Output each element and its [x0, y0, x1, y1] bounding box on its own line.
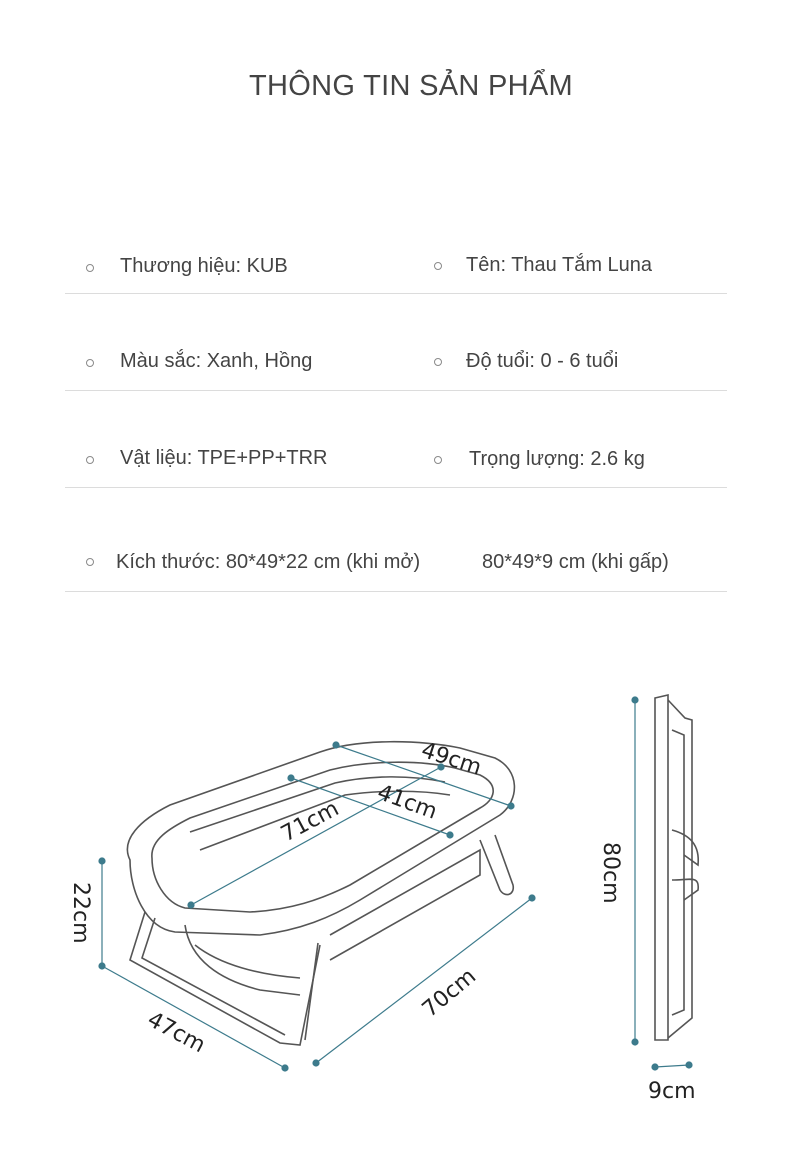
spec-material: Vật liệu: TPE+PP+TRR — [120, 447, 328, 469]
dim-length-base: 70cm — [418, 964, 481, 1023]
divider — [65, 390, 727, 391]
dim-folded-thickness: 9cm — [648, 1079, 696, 1104]
page-title: THÔNG TIN SẢN PHẨM — [249, 70, 573, 102]
spec-size-open: Kích thước: 80*49*22 cm (khi mở) — [116, 551, 421, 573]
bathtub-illustration — [126, 740, 516, 1046]
divider — [65, 487, 727, 488]
spec-age: Độ tuổi: 0 - 6 tuổi — [466, 350, 619, 372]
dim-height: 22cm — [68, 882, 93, 944]
bullet-icon — [86, 558, 94, 566]
spec-brand: Thương hiệu: KUB — [120, 255, 288, 277]
bullet-icon — [86, 359, 94, 367]
bullet-icon — [434, 358, 442, 366]
dim-folded-length: 80cm — [598, 842, 623, 904]
dim-width-inner: 41cm — [374, 780, 440, 825]
spec-size-folded: 80*49*9 cm (khi gấp) — [482, 551, 669, 573]
dimension-lines — [98, 696, 693, 1072]
folded-tub-illustration — [654, 693, 699, 1041]
spec-weight: Trọng lượng: 2.6 kg — [469, 448, 645, 470]
divider — [65, 591, 727, 592]
bullet-icon — [86, 456, 94, 464]
bullet-icon — [86, 264, 94, 272]
dim-width-base: 47cm — [143, 1007, 209, 1058]
divider — [65, 293, 727, 294]
bullet-icon — [434, 456, 442, 464]
spec-name: Tên: Thau Tắm Luna — [466, 254, 653, 276]
bullet-icon — [434, 262, 442, 270]
spec-color: Màu sắc: Xanh, Hồng — [120, 350, 313, 372]
